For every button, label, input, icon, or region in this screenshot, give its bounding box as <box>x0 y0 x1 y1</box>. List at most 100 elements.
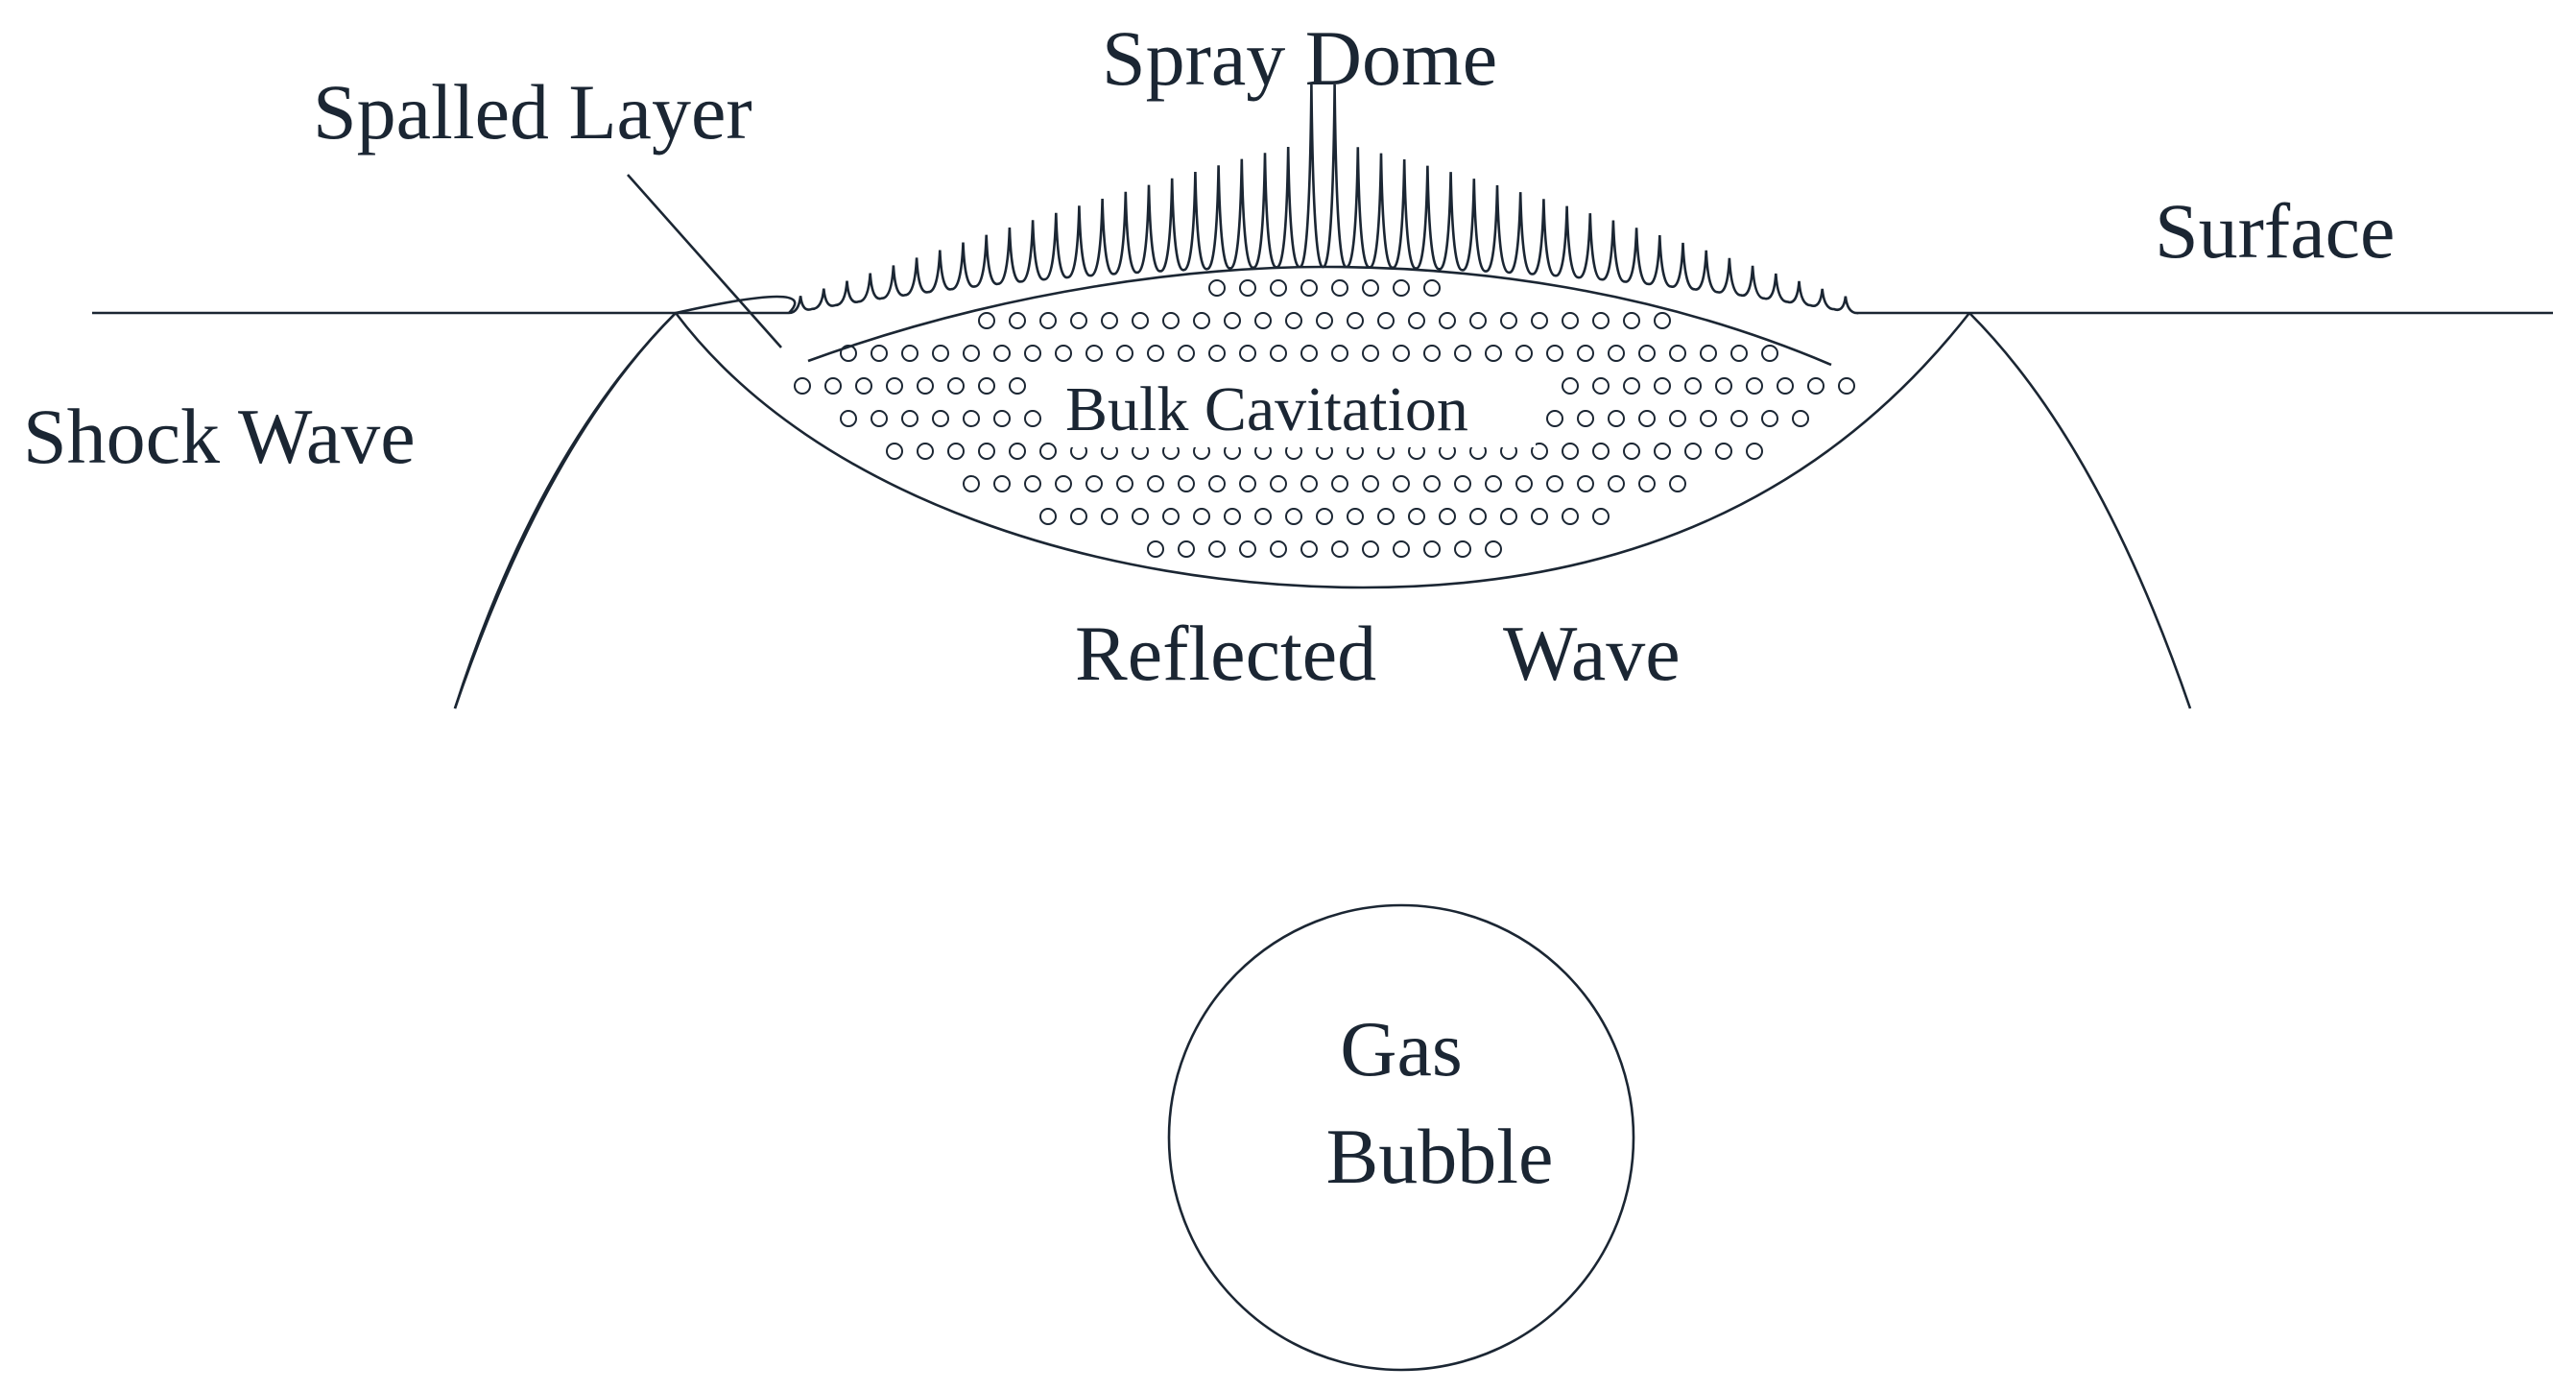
cavitation-bubble <box>1132 508 1149 525</box>
cavitation-bubble <box>978 377 995 395</box>
cavitation-bubble <box>1331 345 1348 362</box>
cavitation-bubble <box>1070 312 1087 329</box>
cavitation-bubble <box>993 345 1011 362</box>
cavitation-bubble <box>840 410 857 427</box>
cavitation-bubble <box>1239 279 1256 297</box>
cavitation-bubble <box>1285 312 1302 329</box>
label-bulk-cavitation: Bulk Cavitation <box>1065 374 1468 444</box>
cavitation-bubble <box>978 312 995 329</box>
cavitation-bubble <box>1085 475 1103 492</box>
label-wave: Wave <box>1503 610 1681 697</box>
cavitation-bubble <box>1654 377 1671 395</box>
cavitation-bubble <box>1208 475 1226 492</box>
cavitation-bubble <box>1638 475 1656 492</box>
cavitation-bubble <box>1515 475 1533 492</box>
cavitation-bubble <box>993 410 1011 427</box>
cavitation-bubble <box>963 410 980 427</box>
cavitation-bubble <box>1592 377 1610 395</box>
cavitation-bubble <box>1270 540 1287 558</box>
cavitation-bubble <box>1208 345 1226 362</box>
cavitation-bubble <box>1608 475 1625 492</box>
cavitation-bubble <box>1439 312 1456 329</box>
cavitation-bubble <box>947 377 965 395</box>
cavitation-bubble <box>794 377 811 395</box>
cavitation-bubble <box>1408 508 1425 525</box>
cavitation-bubble <box>1838 377 1855 395</box>
gas-bubble-circle <box>1167 903 1635 1372</box>
cavitation-bubble <box>1807 377 1825 395</box>
cavitation-bubble <box>1592 508 1610 525</box>
shock-wave-arc-left <box>453 312 677 709</box>
cavitation-bubble <box>1101 312 1118 329</box>
cavitation-bubble <box>1546 410 1563 427</box>
cavitation-bubble <box>1423 475 1441 492</box>
cavitation-bubble <box>1331 540 1348 558</box>
cavitation-bubble <box>1393 345 1410 362</box>
cavitation-bubble <box>1485 345 1502 362</box>
cavitation-bubble <box>1270 345 1287 362</box>
cavitation-bubble <box>963 345 980 362</box>
cavitation-bubble <box>1362 345 1379 362</box>
cavitation-bubble <box>824 377 842 395</box>
cavitation-bubble <box>1085 345 1103 362</box>
cavitation-bubble <box>1009 443 1026 460</box>
cavitation-bubble <box>1024 345 1041 362</box>
cavitation-bubble <box>993 475 1011 492</box>
bulk-cavitation-label-backdrop <box>1056 372 1536 447</box>
cavitation-bubble <box>1546 345 1563 362</box>
cavitation-bubble <box>1730 345 1748 362</box>
cavitation-bubble <box>1393 475 1410 492</box>
cavitation-bubble <box>1055 345 1072 362</box>
cavitation-bubble <box>1562 312 1579 329</box>
cavitation-bubble <box>1300 345 1318 362</box>
cavitation-bubble <box>1116 345 1133 362</box>
cavitation-bubble <box>1608 410 1625 427</box>
cavitation-bubble <box>1623 312 1640 329</box>
cavitation-bubble <box>1531 443 1548 460</box>
cavitation-bubble <box>901 410 918 427</box>
cavitation-bubble <box>1592 443 1610 460</box>
cavitation-bubble <box>1684 377 1702 395</box>
cavitation-bubble <box>1116 475 1133 492</box>
cavitation-bubble <box>1654 312 1671 329</box>
label-surface: Surface <box>2155 187 2395 275</box>
cavitation-bubble <box>932 345 949 362</box>
cavitation-bubble <box>1592 312 1610 329</box>
cavitation-bubble <box>1270 279 1287 297</box>
cavitation-bubble <box>1193 312 1210 329</box>
cavitation-bubble <box>1224 312 1241 329</box>
cavitation-bubble <box>1454 475 1471 492</box>
cavitation-bubble <box>1254 508 1272 525</box>
cavitation-bubble <box>1362 540 1379 558</box>
cavitation-bubble <box>1178 475 1195 492</box>
cavitation-bubble <box>1101 508 1118 525</box>
cavitation-bubble <box>1039 312 1057 329</box>
cavitation-bubble <box>932 410 949 427</box>
cavitation-bubble <box>1147 345 1164 362</box>
cavitation-bubble <box>1454 540 1471 558</box>
cavitation-bubble <box>1147 540 1164 558</box>
cavitation-bubble <box>1316 508 1333 525</box>
cavitation-bubble <box>1393 279 1410 297</box>
cavitation-bubble <box>1055 475 1072 492</box>
spalled-layer-pointer <box>627 174 782 348</box>
cavitation-bubble <box>1792 410 1809 427</box>
cavitation-bubble <box>855 377 872 395</box>
shock-wave-arc <box>453 295 797 709</box>
cavitation-bubble <box>1485 540 1502 558</box>
cavitation-bubble <box>1347 312 1364 329</box>
cavitation-bubble <box>1730 410 1748 427</box>
cavitation-bubble <box>1700 410 1717 427</box>
cavitation-bubble <box>1239 475 1256 492</box>
cavitation-bubble <box>1193 508 1210 525</box>
bulk-cavitation-bubbles <box>794 279 1855 558</box>
cavitation-bubble <box>1300 540 1318 558</box>
label-bubble: Bubble <box>1326 1113 1554 1200</box>
cavitation-bubble <box>1485 475 1502 492</box>
cavitation-bubble <box>1761 410 1778 427</box>
cavitation-bubble <box>1024 475 1041 492</box>
cavitation-bubble <box>1577 475 1594 492</box>
cavitation-bubble <box>1270 475 1287 492</box>
cavitation-bubble <box>1684 443 1702 460</box>
